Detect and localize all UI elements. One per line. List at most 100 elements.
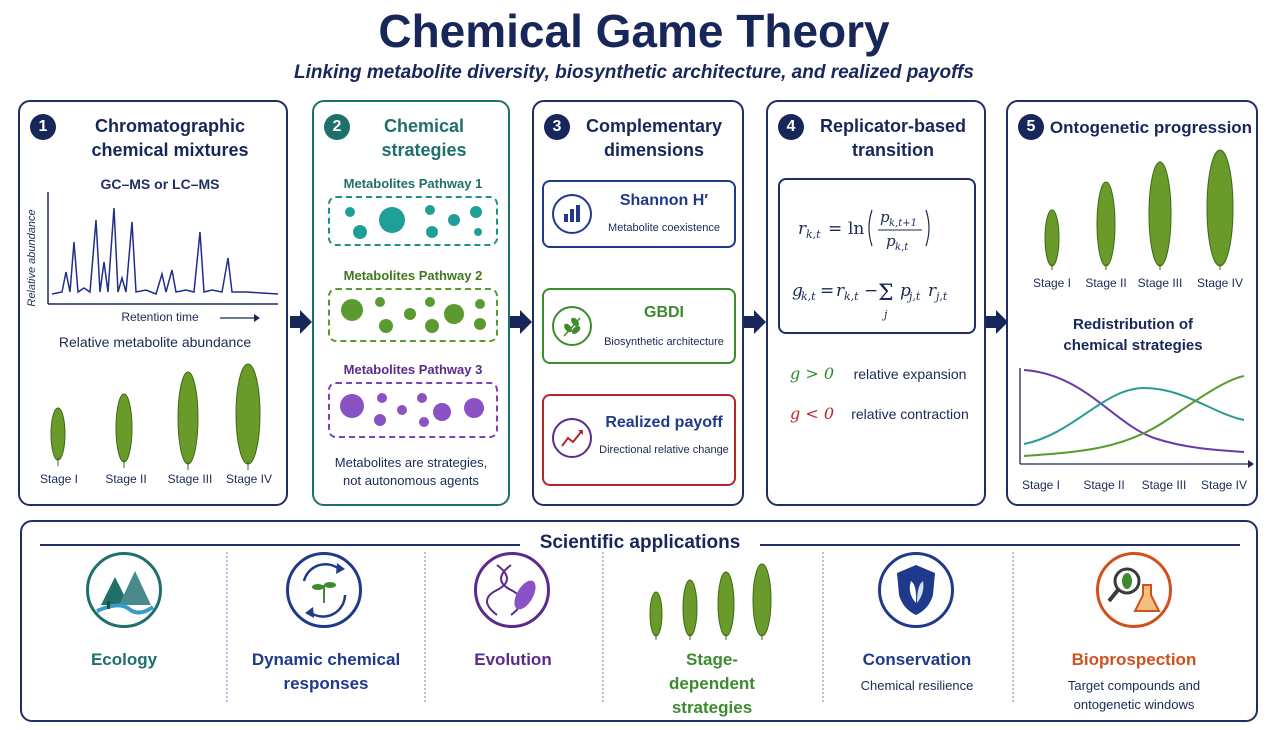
application-sub: Chemical resilience (860, 678, 974, 693)
divider (424, 552, 426, 702)
contraction-text: relative contraction (851, 406, 969, 422)
pathway-label: Metabolites Pathway 3 (343, 362, 483, 377)
panel-title-line2: strategies (381, 140, 467, 160)
dimension-card-gbdi: GBDI Biosynthetic architecture (542, 288, 736, 364)
svg-text:k,t: k,t (844, 290, 859, 303)
contraction-symbol: g < 0 (790, 404, 834, 423)
stage-label: Stage I (1032, 276, 1072, 290)
inflorescence-stages-icon (50, 363, 261, 470)
pathway-label: Metabolites Pathway 1 (343, 176, 483, 191)
method-label: GC–MS or LC–MS (100, 176, 220, 192)
stage-label: Stage IV (225, 472, 273, 486)
svg-text:k,t: k,t (806, 228, 821, 241)
inflorescence-stages-icon (649, 563, 772, 640)
inflorescence-stages-icon (1044, 149, 1234, 270)
flow-arrow-icon (290, 310, 312, 334)
svg-text:ln: ln (848, 219, 864, 239)
flow-arrow-icon (510, 310, 532, 334)
applications-title: Scientific applications (539, 532, 741, 553)
stage-label: Stage IV (1196, 276, 1244, 290)
pathway-box-1 (328, 196, 498, 246)
x-axis-arrow (220, 314, 260, 322)
dimension-sub: Directional relative change (599, 444, 729, 456)
dimension-title: GBDI (644, 304, 684, 321)
chart-title: Redistribution of chemical strategies (1018, 314, 1248, 356)
dimension-card-shannon: Shannon H′ Metabolite coexistence (542, 180, 736, 248)
dimension-title: Shannon H′ (619, 192, 709, 209)
chart-title-line1: Redistribution of (1073, 316, 1193, 333)
panel-number: 4 (778, 114, 804, 140)
curve-peaking (1023, 386, 1245, 445)
stage-label: Stage II (105, 472, 147, 486)
application-label: Evolution (474, 650, 552, 669)
panel-title-line1: Complementary (585, 116, 723, 136)
svg-text:Σ: Σ (878, 281, 894, 306)
shield-leaf-icon (878, 552, 954, 628)
application-label: Ecology (90, 650, 158, 669)
magnifier-flask-icon (1096, 552, 1172, 628)
divider (602, 552, 604, 702)
panel-title: Replicator-based transition (808, 114, 978, 162)
curve-rising (1023, 375, 1245, 457)
panel-title-line2: chemical mixtures (91, 140, 249, 160)
pathway-label: Metabolites Pathway 2 (343, 268, 483, 283)
divider (822, 552, 824, 702)
bar-chart-icon (552, 194, 592, 234)
pathway-box-3 (328, 382, 498, 438)
divider (226, 552, 228, 702)
svg-text:=: = (820, 281, 834, 301)
application-label: Stage-dependent strategies (669, 650, 755, 717)
dimension-card-payoff: Realized payoff Directional relative cha… (542, 394, 736, 486)
strategies-caption: Metabolites are strategies, not autonomo… (322, 454, 500, 490)
pathway-box-2 (328, 288, 498, 342)
y-axis-label: Relative abundance (26, 209, 38, 307)
chart-stage-label: Stage I (1021, 478, 1061, 492)
chart-stage-label: Stage II (1083, 478, 1125, 492)
svg-text:p: p (886, 232, 896, 250)
expansion-text: relative expansion (853, 366, 967, 382)
svg-text:r: r (836, 281, 845, 301)
chart-stage-label: Stage IV (1200, 478, 1248, 492)
flow-arrow-icon (986, 310, 1008, 334)
panel-title: Ontogenetic progression (1049, 118, 1253, 137)
chart-stage-label: Stage III (1141, 478, 1187, 492)
panel-title: Chromatographic chemical mixtures (60, 114, 280, 162)
panel-title-line1: Chromatographic (94, 116, 245, 136)
x-axis-label: Retention time (121, 310, 199, 324)
divider (1012, 552, 1014, 702)
svg-text:r: r (928, 281, 937, 301)
chromatogram (47, 192, 279, 305)
dimension-sub: Biosynthetic architecture (604, 336, 724, 348)
expansion-symbol: g > 0 (790, 364, 834, 383)
panel-title-line1: Chemical (383, 116, 465, 136)
dimension-title: Realized payoff (605, 414, 723, 431)
panel-number: 5 (1018, 114, 1044, 140)
scientific-applications: Scientific applications Ecology Dynamic … (20, 520, 1258, 722)
svg-text:−: − (864, 281, 878, 301)
applications-rule-right (760, 544, 1240, 546)
svg-text:r: r (798, 219, 807, 239)
stage-label: Stage III (167, 472, 213, 486)
svg-text:k,t+1: k,t+1 (889, 218, 917, 229)
trend-arrow-icon (552, 418, 592, 458)
application-label: Bioprospection (1071, 650, 1197, 669)
landscape-icon (86, 552, 162, 628)
svg-text:p: p (880, 208, 890, 226)
redistribution-curves (1019, 368, 1254, 468)
dna-leaf-icon (474, 552, 550, 628)
panel-chemical-strategies: 2 Chemical strategies Metabolites Pathwa… (312, 100, 510, 506)
panel-number: 2 (324, 114, 350, 140)
panel-title-line2: dimensions (603, 140, 705, 160)
svg-text:k,t: k,t (801, 290, 816, 303)
panel-complementary-dimensions: 3 Complementary dimensions Shannon H′ Me… (532, 100, 744, 506)
page-subtitle: Linking metabolite diversity, biosynthet… (294, 62, 974, 83)
svg-text:j,t: j,t (906, 290, 921, 303)
applications-rule-left (40, 544, 520, 546)
panel-number: 3 (544, 114, 570, 140)
dimension-sub: Metabolite coexistence (608, 222, 720, 234)
stage-label: Stage III (1137, 276, 1183, 290)
chromatogram-caption: Relative metabolite abundance (58, 334, 252, 350)
svg-text:j: j (881, 308, 888, 321)
svg-text:k,t: k,t (895, 242, 909, 253)
